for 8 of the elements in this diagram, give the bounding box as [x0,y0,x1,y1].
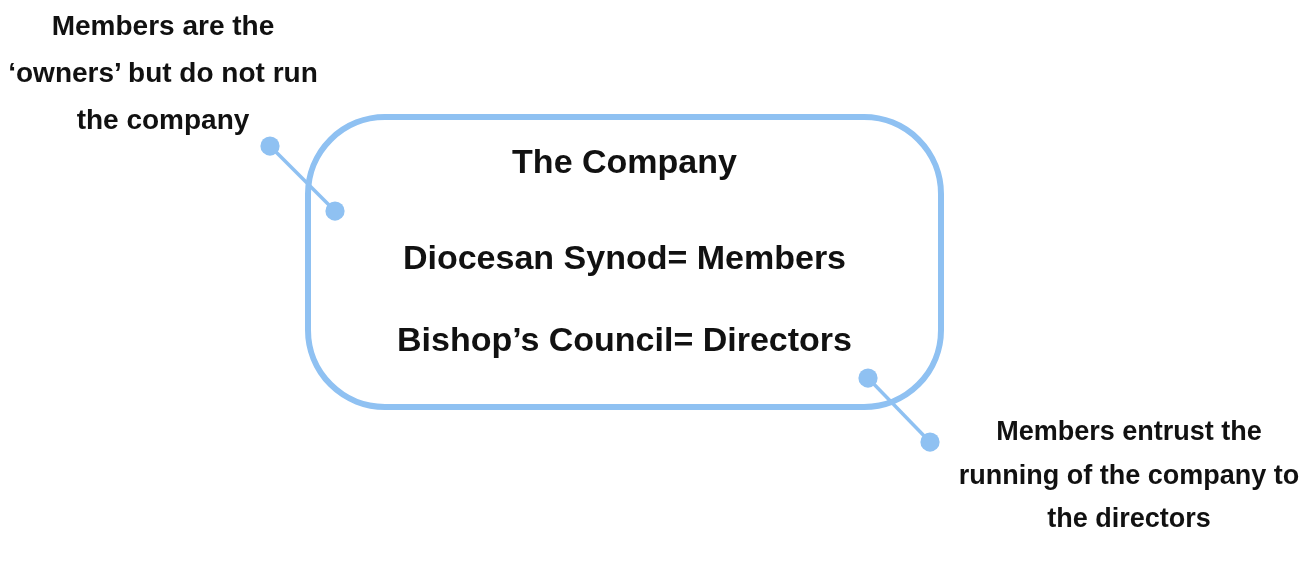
leader-line [260,136,345,221]
box-title: The Company [511,142,738,181]
rounded-box [305,114,944,410]
box-text: Diocesan Synod= Members [401,238,848,277]
box-text: Bishop’s Council= Directors [396,320,853,359]
callout-text: Members are the ‘owners’ but do not run the company [8,9,318,137]
leader-line [858,368,940,452]
callout-text: Members entrust the running of the company to the directors [957,415,1301,535]
